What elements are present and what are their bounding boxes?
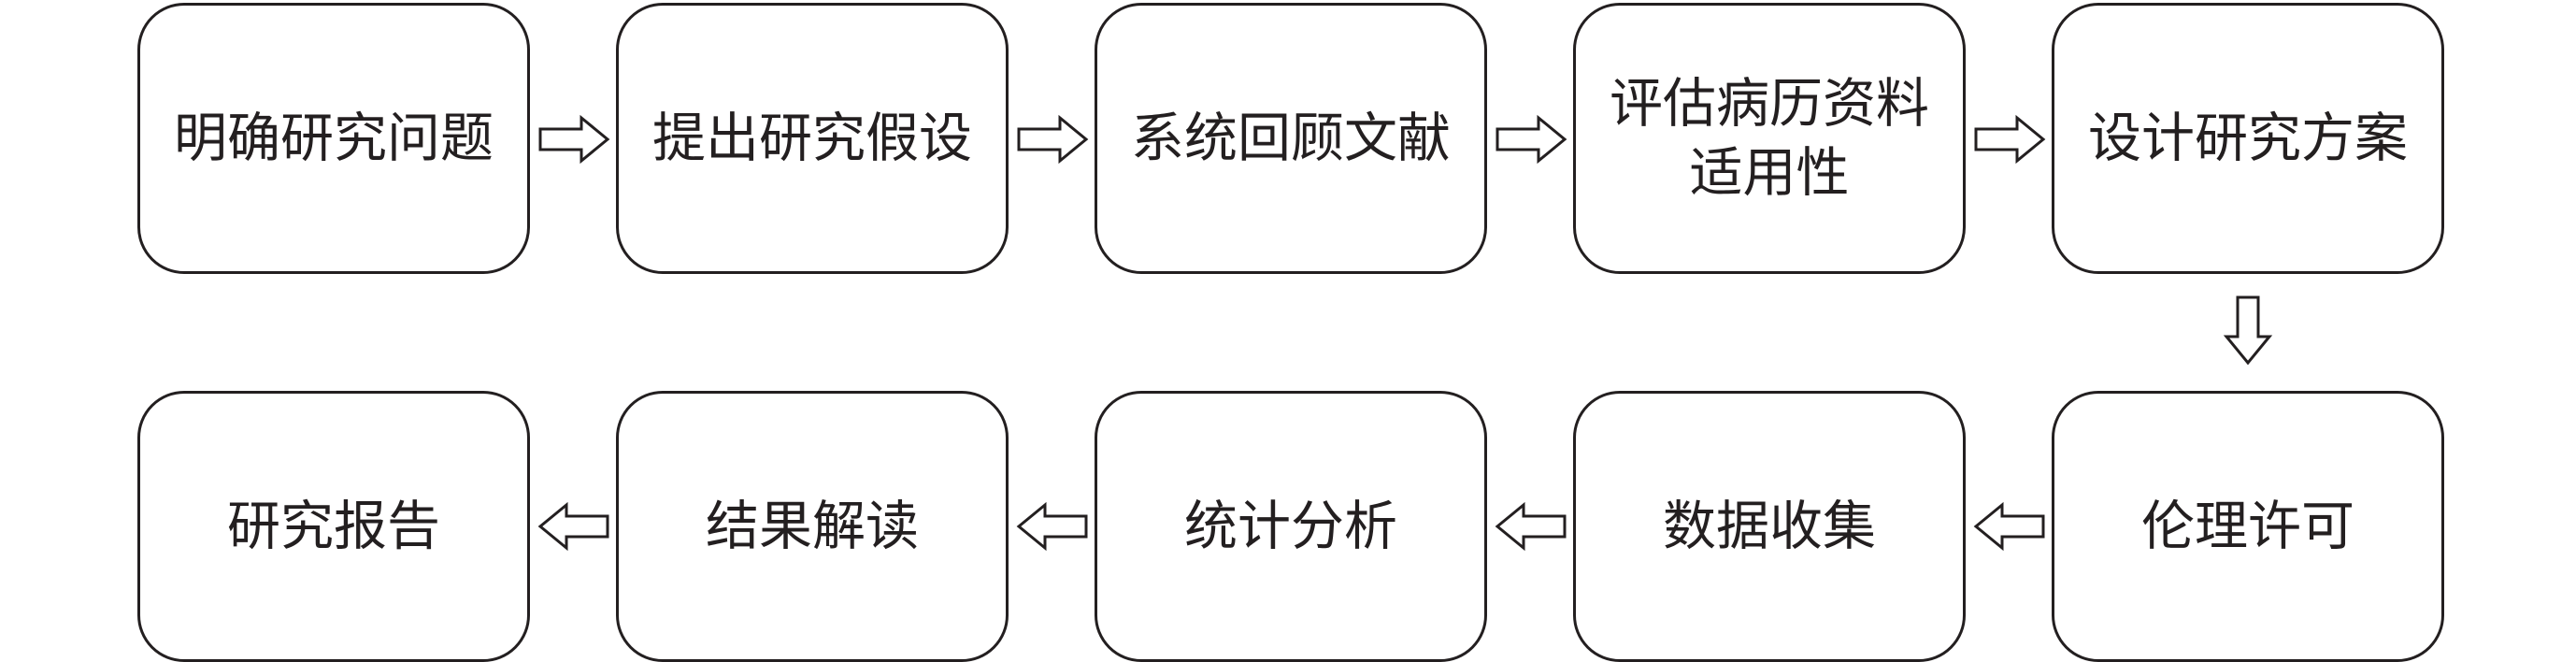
step-statistical-analysis: 统计分析 [1095, 391, 1487, 662]
step-label: 系统回顾文献 [1131, 107, 1451, 169]
step-label: 统计分析 [1184, 495, 1397, 557]
step-data-collection: 数据收集 [1573, 391, 1966, 662]
step-label: 结果解读 [706, 495, 919, 557]
step-propose-hypothesis: 提出研究假设 [616, 3, 1009, 274]
step-ethics-approval: 伦理许可 [2052, 391, 2444, 662]
left-arrow-icon [537, 501, 609, 552]
step-evaluate-record-suitability: 评估病历资料 适用性 [1573, 3, 1966, 274]
step-define-research-question: 明确研究问题 [137, 3, 530, 274]
step-label: 数据收集 [1663, 495, 1876, 557]
right-arrow-icon [1496, 114, 1567, 165]
step-label: 伦理许可 [2141, 495, 2354, 557]
right-arrow-icon [538, 114, 610, 165]
right-arrow-icon [1017, 114, 1089, 165]
step-result-interpretation: 结果解读 [616, 391, 1009, 662]
step-label: 提出研究假设 [652, 107, 972, 169]
down-arrow-icon [2223, 295, 2273, 366]
step-label-line-2: 适用性 [1689, 142, 1850, 204]
step-research-report: 研究报告 [137, 391, 530, 662]
left-arrow-icon [1973, 501, 2045, 552]
right-arrow-icon [1974, 114, 2046, 165]
step-label: 明确研究问题 [174, 107, 494, 169]
step-systematic-literature-review: 系统回顾文献 [1095, 3, 1487, 274]
step-label-line-1: 评估病历资料 [1610, 72, 1929, 135]
step-label: 设计研究方案 [2088, 107, 2408, 169]
step-design-study-plan: 设计研究方案 [2052, 3, 2444, 274]
left-arrow-icon [1495, 501, 1567, 552]
left-arrow-icon [1016, 501, 1088, 552]
step-label: 研究报告 [227, 495, 440, 557]
